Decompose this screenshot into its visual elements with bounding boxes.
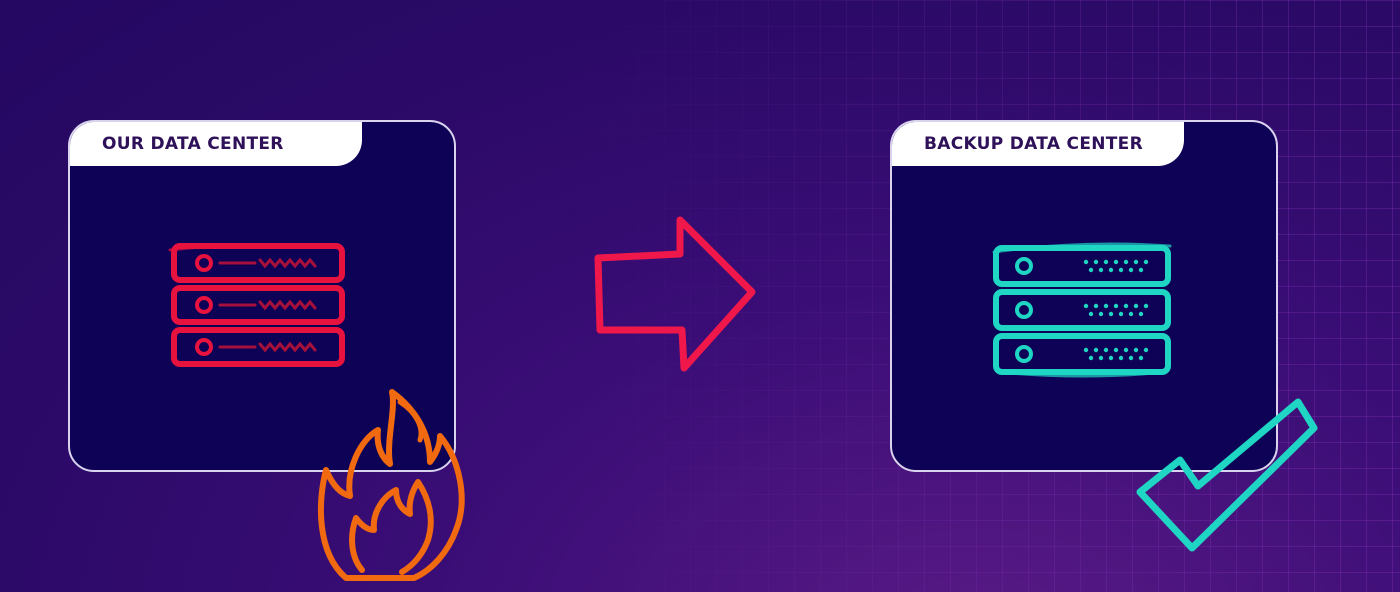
source-data-center-panel: OUR DATA CENTER	[68, 120, 456, 472]
server-rack-icon-source	[168, 242, 345, 367]
checkmark-icon	[1136, 398, 1318, 552]
backup-panel-title: BACKUP DATA CENTER	[924, 134, 1143, 154]
server-rack-icon-backup	[992, 242, 1172, 378]
arrow-right-icon	[594, 216, 756, 372]
source-panel-title: OUR DATA CENTER	[102, 134, 284, 154]
backup-panel-tab: BACKUP DATA CENTER	[892, 122, 1184, 166]
backup-data-center-panel: BACKUP DATA CENTER	[890, 120, 1278, 472]
fire-icon	[317, 389, 465, 581]
source-panel-tab: OUR DATA CENTER	[70, 122, 362, 166]
